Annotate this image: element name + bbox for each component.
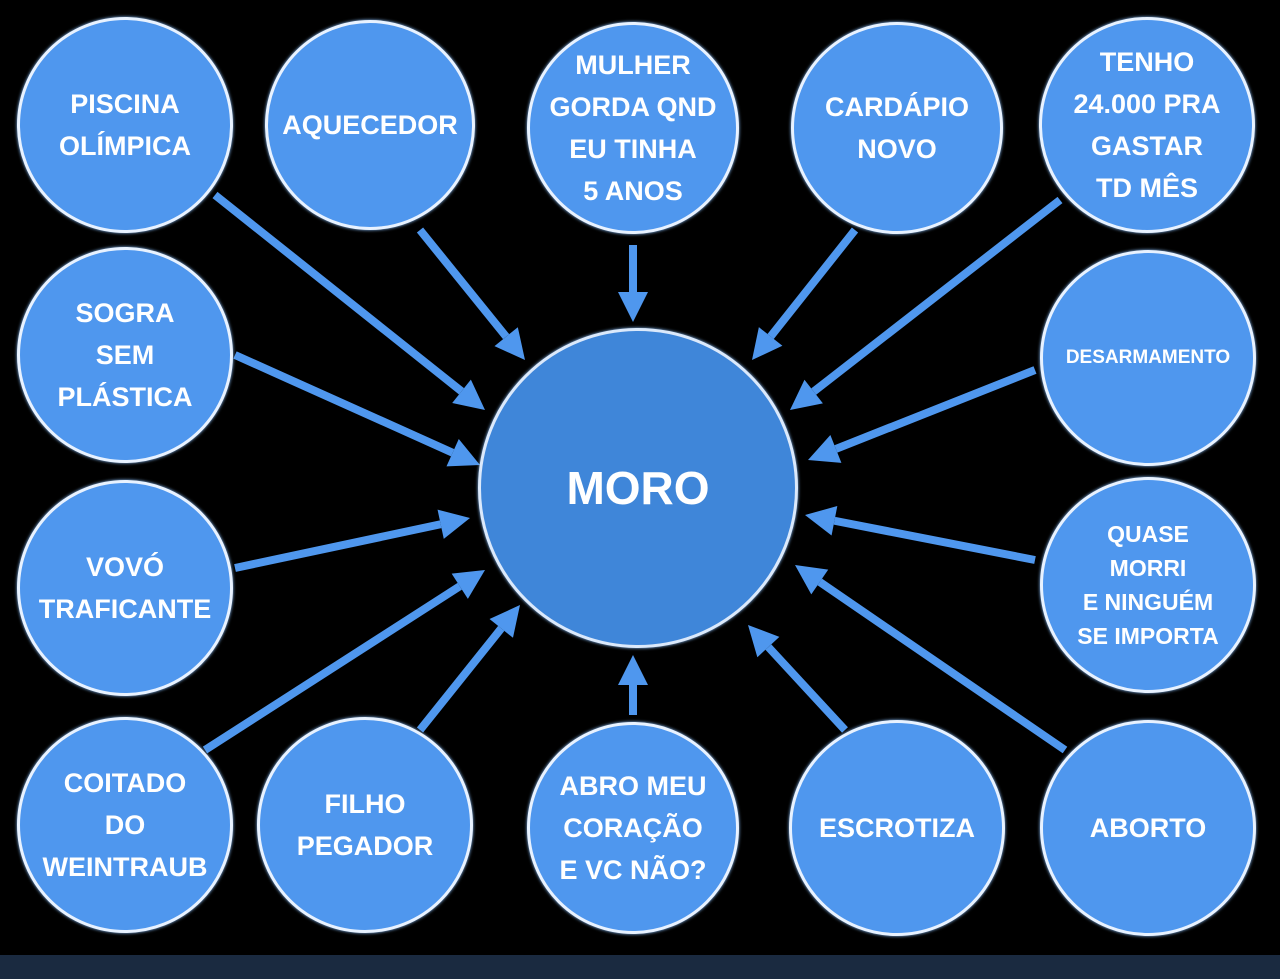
center-node: MORO — [478, 328, 798, 648]
arrow-1 — [212, 191, 485, 410]
node-4: CARDÁPIO NOVO — [791, 22, 1003, 234]
node-1: PISCINA OLÍMPICA — [17, 17, 233, 233]
node-12: ABRO MEU CORAÇÃO E VC NÃO? — [527, 722, 739, 934]
node-3: MULHER GORDA QND EU TINHA 5 ANOS — [527, 22, 739, 234]
node-14: ABORTO — [1040, 720, 1256, 936]
node-7: DESARMAMENTO — [1040, 250, 1256, 466]
arrows-layer — [202, 191, 1068, 754]
arrow-9 — [805, 506, 1036, 564]
arrow-6 — [233, 351, 480, 467]
footer-bar — [0, 955, 1280, 979]
node-5: TENHO 24.000 PRA GASTAR TD MÊS — [1039, 17, 1255, 233]
node-9: QUASE MORRI E NINGUÉM SE IMPORTA — [1040, 477, 1256, 693]
arrow-3 — [618, 245, 648, 322]
node-13: ESCROTIZA — [789, 720, 1005, 936]
arrow-12 — [618, 655, 648, 715]
node-11: FILHO PEGADOR — [257, 717, 473, 933]
arrow-4 — [752, 227, 859, 360]
arrow-8 — [234, 509, 470, 572]
arrow-13 — [748, 625, 848, 733]
node-2: AQUECEDOR — [265, 20, 475, 230]
arrow-11 — [416, 605, 520, 733]
arrow-7 — [808, 366, 1037, 463]
arrow-10 — [202, 570, 485, 754]
arrow-2 — [416, 227, 525, 360]
arrow-5 — [790, 196, 1063, 410]
node-10: COITADO DO WEINTRAUB — [17, 717, 233, 933]
arrow-14 — [795, 565, 1068, 754]
node-6: SOGRA SEM PLÁSTICA — [17, 247, 233, 463]
node-8: VOVÓ TRAFICANTE — [17, 480, 233, 696]
